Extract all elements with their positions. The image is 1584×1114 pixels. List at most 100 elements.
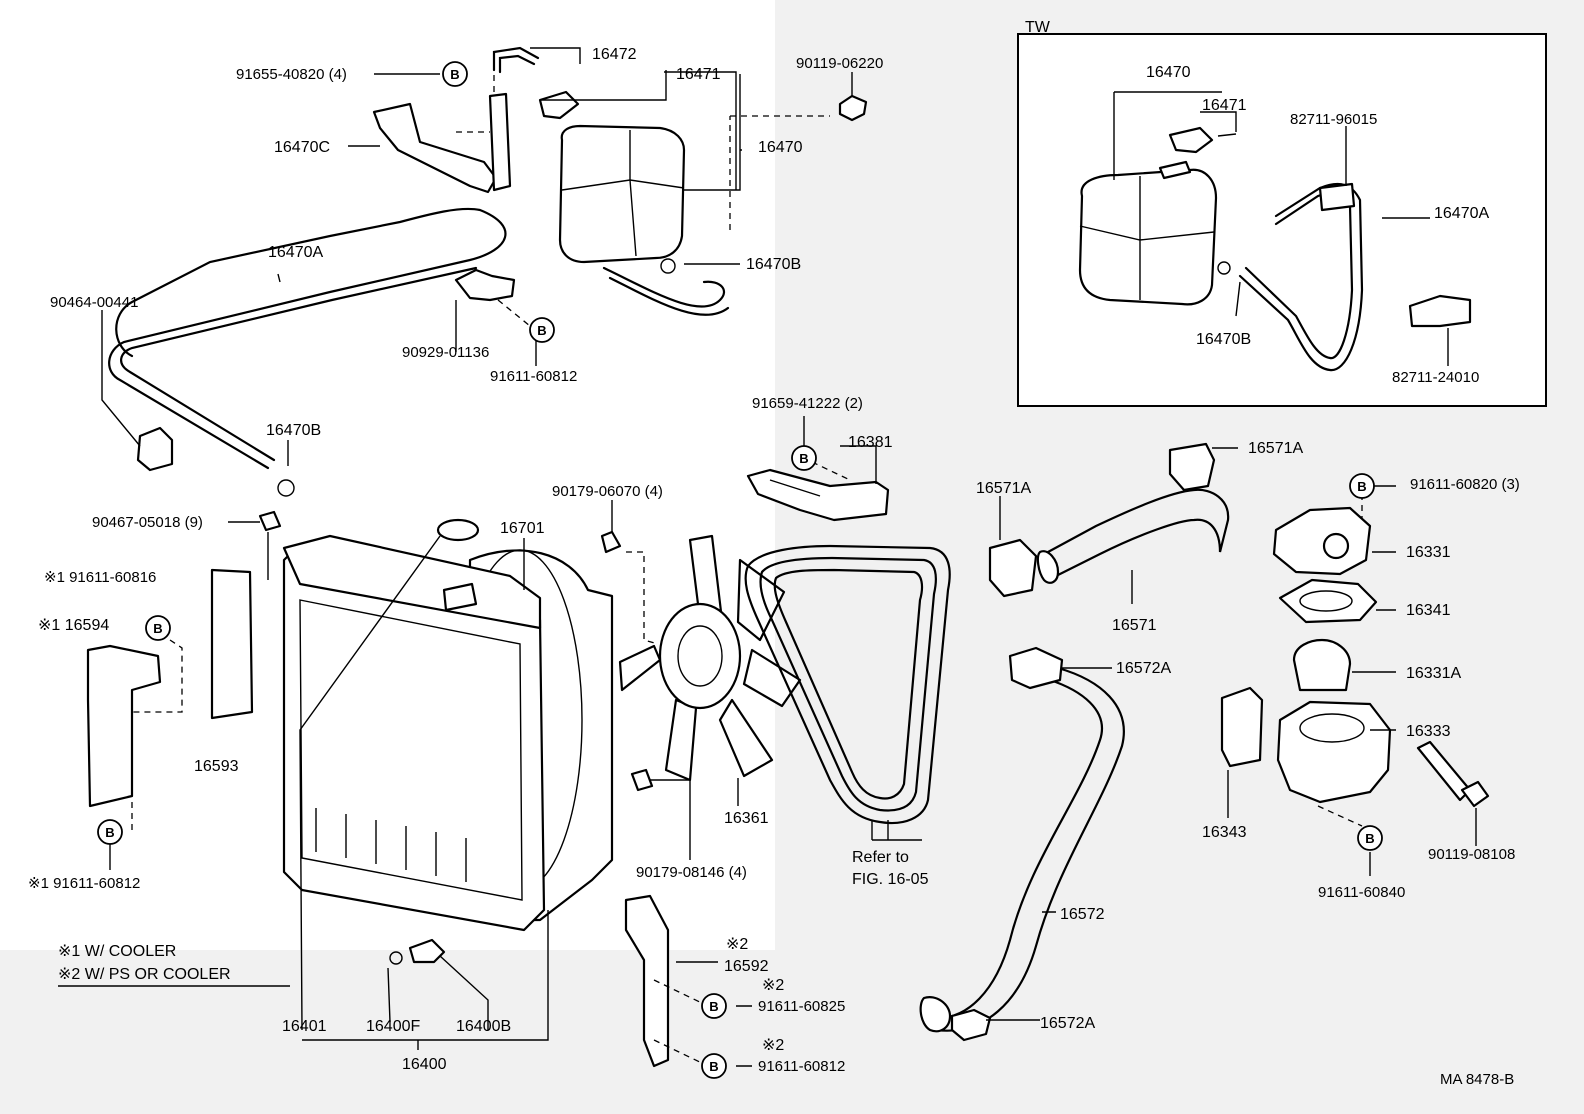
reservoir-bracket (372, 102, 498, 194)
label-16470-tw: 16470 (1146, 64, 1191, 81)
clamp-16470B-mid (277, 479, 295, 497)
clamp-16572A-bot (950, 1008, 992, 1042)
label-16571: 16571 (1112, 617, 1157, 634)
label-91611-60825-mark: ※2 (762, 977, 784, 994)
drain-cock-16400B (408, 938, 446, 964)
label-90929-01136: 90929-01136 (402, 344, 489, 361)
note-w-ps-or-cooler: ※2 W/ PS OR COOLER (58, 966, 231, 983)
label-16572: 16572 (1060, 906, 1105, 923)
note-w-cooler: ※1 W/ COOLER (58, 943, 176, 960)
bolt-marker-91611-60816 (145, 615, 171, 641)
bolt-marker-91611-60825-text: B (709, 999, 718, 1014)
label-16341: 16341 (1406, 602, 1451, 619)
label-90179-08146: 90179-08146 (4) (636, 864, 747, 881)
label-16594: ※1 16594 (38, 617, 109, 634)
reservoir-assembly: B B 91655-40820 (4) 16472 16471 16470C 1… (50, 46, 883, 497)
reservoir-cap (538, 90, 580, 120)
label-16343: 16343 (1202, 824, 1247, 841)
background-shade-bottom (0, 950, 1584, 1114)
label-16400: 16400 (402, 1056, 447, 1073)
label-16571A-left: 16571A (976, 480, 1031, 497)
label-90179-06070: 90179-06070 (4) (552, 483, 663, 500)
label-91611-60816: ※1 91611-60816 (44, 569, 156, 586)
label-16571A-top: 16571A (1248, 440, 1303, 457)
label-16470B-tw: 16470B (1196, 331, 1251, 348)
bolt-marker-91611-60816-text: B (153, 621, 162, 636)
clamp-16571A-left (988, 538, 1038, 598)
bracket-16594 (86, 644, 162, 808)
label-16470A-tw: 16470A (1434, 205, 1489, 222)
label-16470A-main: 16470A (268, 244, 323, 261)
drain-gasket-16400F (389, 951, 403, 965)
label-fig-ref: FIG. 16-05 (852, 871, 929, 888)
fan-belt-group: 90179-06070 (4) 16361 Refer to FIG. 16-0… (552, 483, 951, 888)
fan-hub (658, 602, 742, 710)
tw-inset: TW 16470 16471 82711-96015 16470A 16470B… (1017, 19, 1547, 407)
water-inlet-housing-16333 (1276, 700, 1392, 804)
cooling-fan-16361 (618, 534, 802, 782)
bolt-marker-91611-60812-bot-text: B (709, 1059, 718, 1074)
bolt-marker-91655-text: B (450, 67, 459, 82)
bolt-90179-06070 (600, 530, 622, 554)
bolt-marker-91659 (791, 445, 817, 471)
clamp-16470B-top (660, 258, 676, 274)
label-91611-60812-bot: 91611-60812 (758, 1058, 845, 1075)
label-91611-60820: 91611-60820 (3) (1410, 476, 1520, 493)
clamp-16572A-top (1008, 646, 1064, 690)
label-16593: 16593 (194, 758, 239, 775)
label-82711-24010: 82711-24010 (1392, 369, 1479, 386)
clip-90929 (454, 268, 516, 302)
label-16470C: 16470C (274, 139, 330, 156)
bolt-marker-91611-60825 (701, 993, 727, 1019)
radiator-cap-16401 (436, 518, 480, 542)
bolt-marker-91611-60840-text: B (1365, 831, 1374, 846)
gasket-16343 (1220, 686, 1264, 768)
label-90467-05018: 90467-05018 (9) (92, 514, 203, 531)
hose-clip-90464 (136, 426, 174, 472)
label-16701: 16701 (500, 520, 545, 537)
label-16331: 16331 (1406, 544, 1451, 561)
label-90464-00441: 90464-00441 (50, 294, 138, 311)
hose-16472 (492, 46, 540, 72)
upper-hose-16571 (1046, 488, 1230, 578)
label-16470-top: 16470 (758, 139, 803, 156)
label-16592-mark: ※2 (726, 936, 748, 953)
label-91611-60825: 91611-60825 (758, 998, 845, 1015)
v-belt (744, 544, 951, 825)
bolt-marker-91611-60812-top-text: B (537, 323, 546, 338)
bolt-marker-91659-text: B (799, 451, 808, 466)
label-90119-08108: 90119-08108 (1428, 846, 1515, 863)
label-16361: 16361 (724, 810, 769, 827)
overflow-hose-16470A (108, 207, 507, 470)
tw-hose-clamp (1318, 182, 1356, 212)
thermostat-16331A (1292, 638, 1352, 692)
lower-hose-16572 (932, 678, 1103, 1020)
clamp-16571A-top (1168, 442, 1216, 492)
bracket-16592 (624, 894, 670, 1068)
reservoir-tank (558, 124, 686, 264)
bolt-marker-91611-60820-text: B (1357, 479, 1366, 494)
thermostat-housing-group: B B 91611-60820 (3) 16331 16341 16331A 1… (1202, 473, 1520, 901)
label-90119-06220: 90119-06220 (796, 55, 883, 72)
label-16471-tw: 16471 (1202, 97, 1247, 114)
left-bracket-group: B B ※1 91611-60816 ※1 16594 ※1 91611-608… (28, 569, 183, 892)
label-16592: 16592 (724, 958, 769, 975)
label-16472: 16472 (592, 46, 637, 63)
label-91611-60812-bot-mark: ※2 (762, 1037, 784, 1054)
label-16572A-top: 16572A (1116, 660, 1171, 677)
label-16471: 16471 (676, 66, 721, 83)
tw-reservoir-tank (1078, 168, 1218, 306)
bolt-marker-91611-60820 (1349, 473, 1375, 499)
tw-hose-clip (1408, 294, 1472, 328)
tw-small-clamp (1217, 261, 1231, 275)
upper-hose-group: 16571A 16571A 16571 (976, 440, 1303, 634)
label-91659-41222: 91659-41222 (2) (752, 395, 863, 412)
tw-reservoir-cap (1168, 126, 1214, 154)
bolt-marker-91611-60812-left-text: B (105, 825, 114, 840)
radiator-group: 90467-05018 (9) 16701 16593 16401 16400F… (92, 510, 614, 1073)
label-91611-60840: 91611-60840 (1318, 884, 1405, 901)
tw-inset-title: TW (1025, 19, 1051, 36)
label-16400B: 16400B (456, 1018, 511, 1035)
legend-notes: ※1 W/ COOLER ※2 W/ PS OR COOLER (58, 943, 290, 987)
